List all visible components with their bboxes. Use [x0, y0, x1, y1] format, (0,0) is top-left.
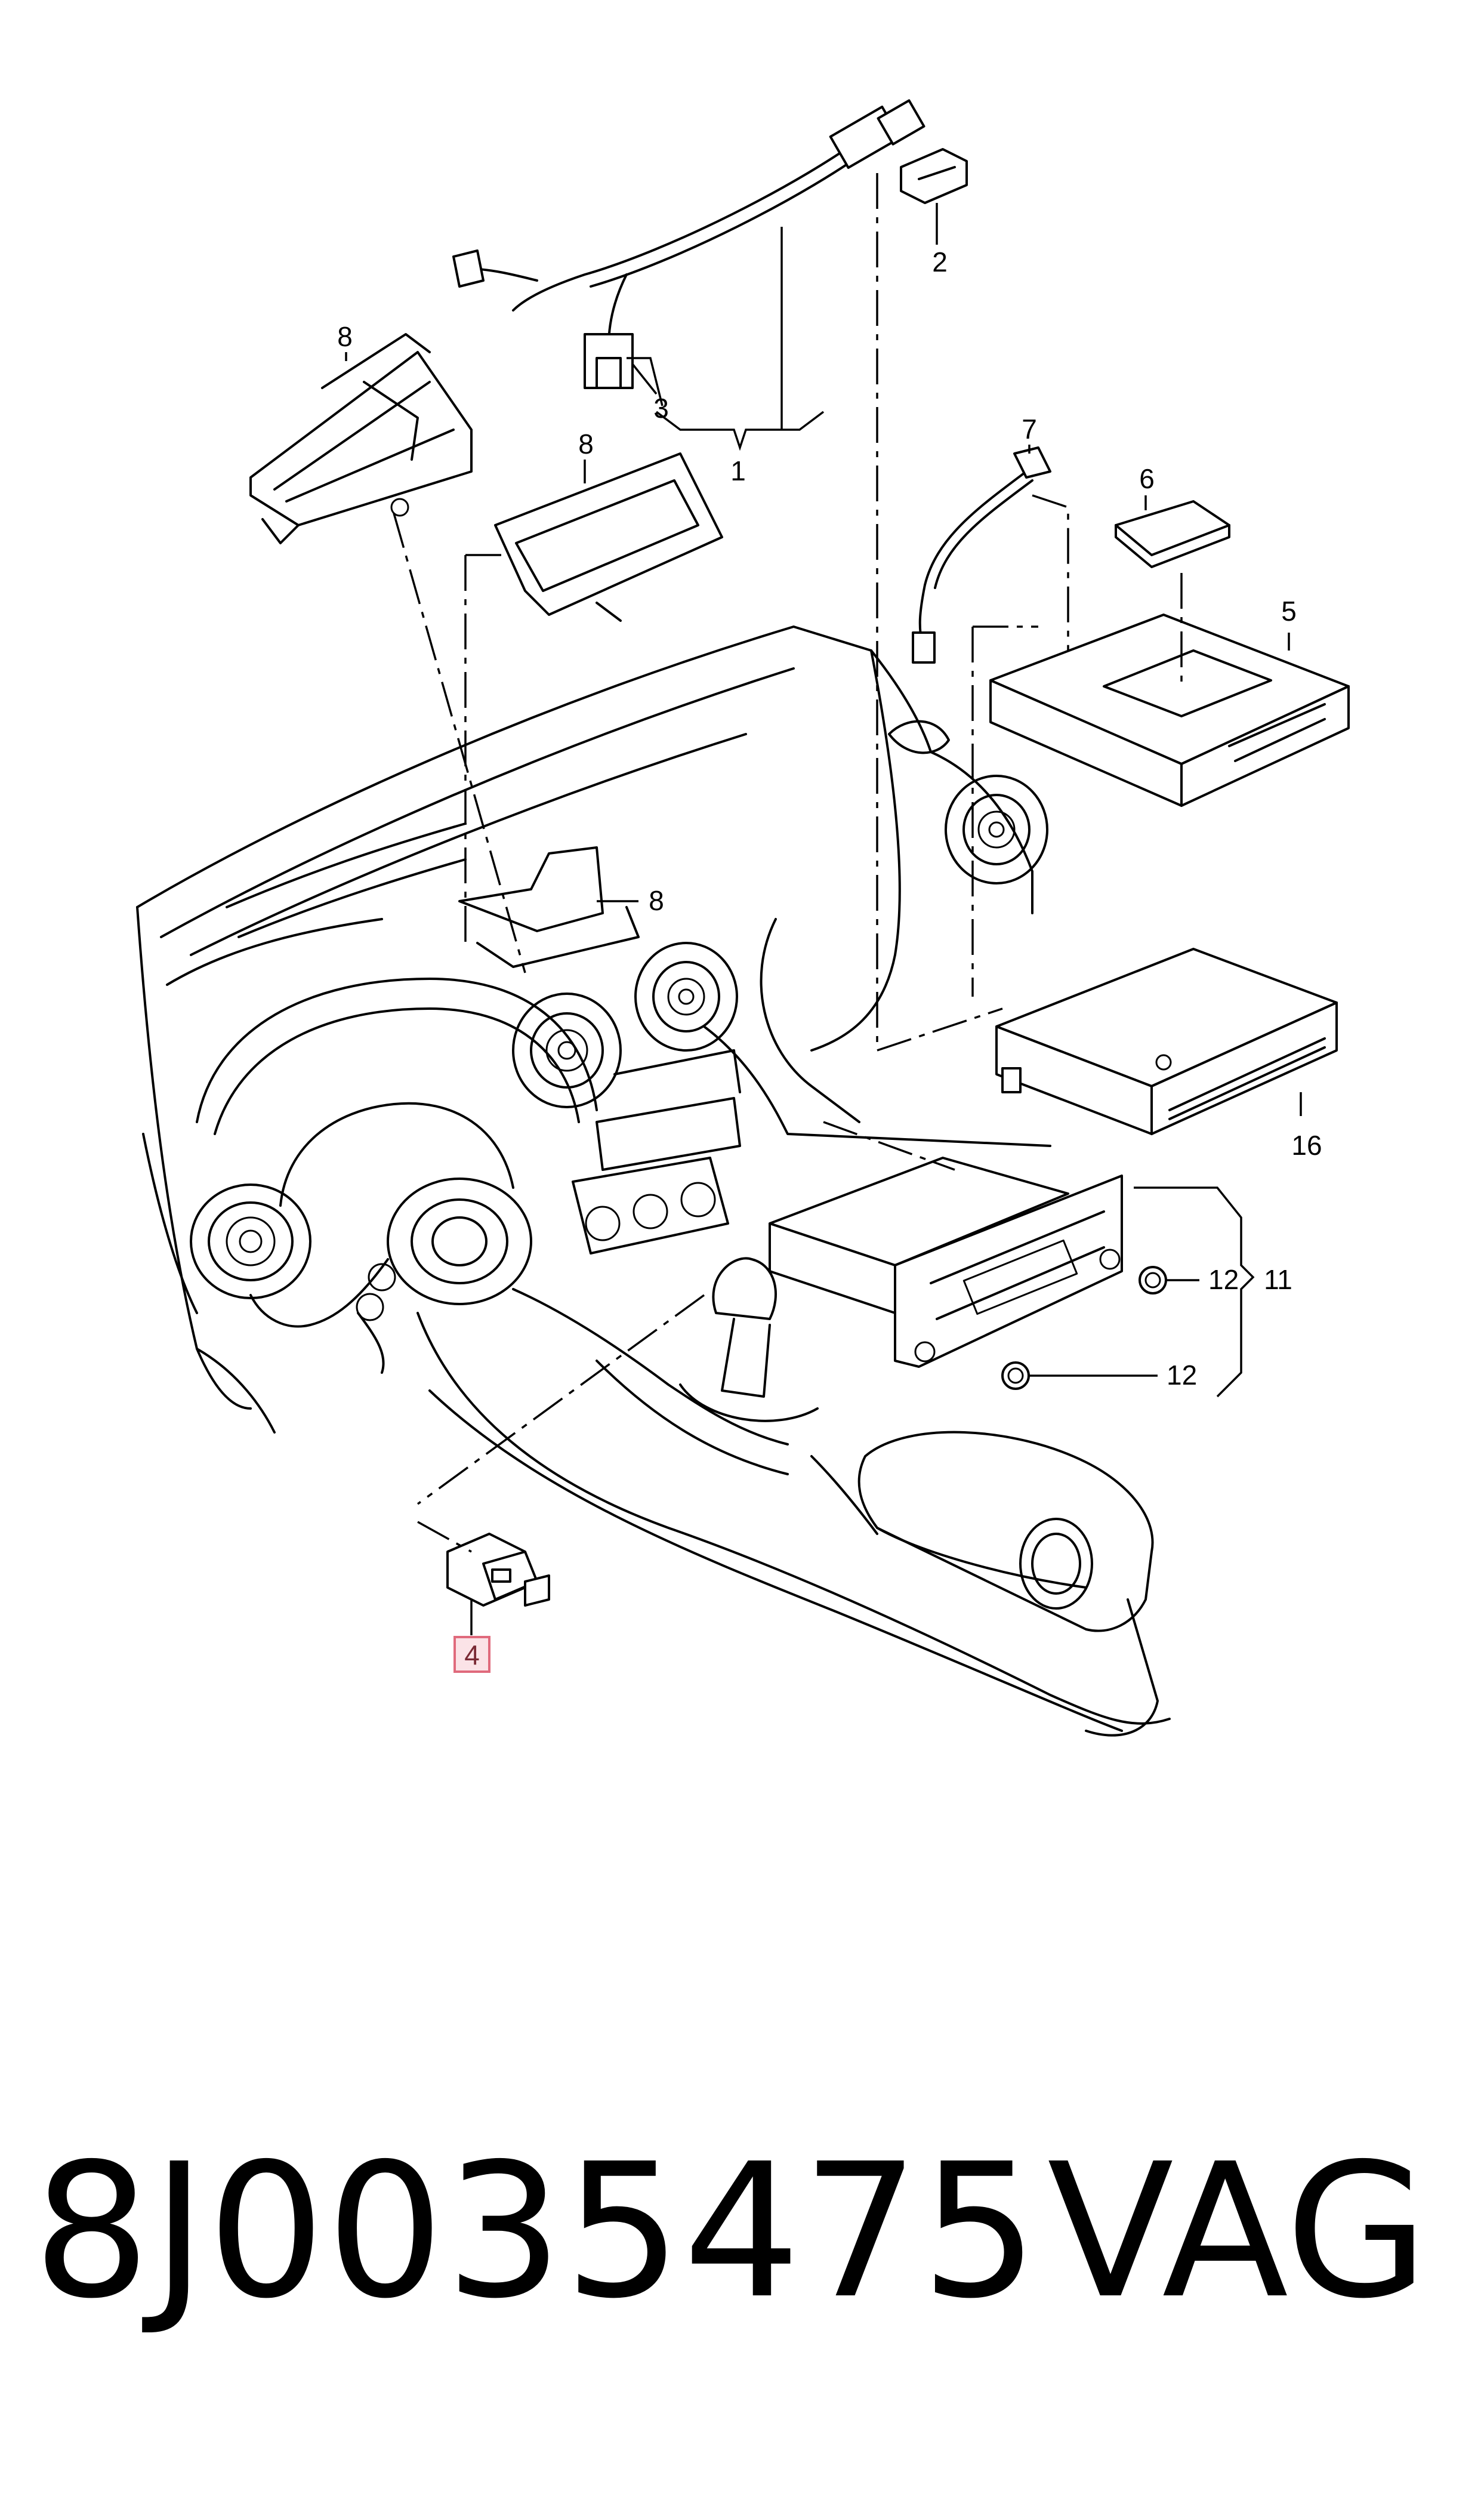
- callout-labels: 1 2 3 4 5 6 7 8 8 8 11 12 12 16: [337, 246, 1322, 1673]
- center-console: [416, 1257, 1171, 1737]
- radio-module: [995, 948, 1338, 1135]
- callout-4: 4: [464, 1639, 480, 1670]
- usb-aux-socket: [446, 1533, 550, 1607]
- display-housing: [249, 333, 473, 544]
- radio-head-unit: [769, 1157, 1123, 1368]
- callout-12-top: 12: [1208, 1264, 1239, 1295]
- radio-knobs: [1001, 1266, 1167, 1390]
- callout-8-display: 8: [578, 429, 594, 460]
- wiring-harness: [452, 99, 968, 389]
- callout-6: 6: [1139, 463, 1155, 494]
- part-number: 8J0035475: [33, 2124, 1040, 2340]
- callout-12-bottom: 12: [1167, 1360, 1197, 1391]
- assembly-lines: [393, 173, 1183, 1553]
- footer: 8J0035475 VAG: [0, 2125, 1484, 2363]
- callout-11: 11: [1264, 1264, 1292, 1295]
- brand-name: VAG: [1047, 2124, 1429, 2340]
- callout-1: 1: [730, 455, 746, 486]
- sd-card: [1115, 500, 1230, 568]
- navigation-unit: [989, 614, 1350, 807]
- leader-lines: [345, 203, 1302, 1635]
- callout-8-bracket: 8: [649, 885, 664, 916]
- callout-8-housing: 8: [337, 321, 353, 352]
- callout-5: 5: [1281, 596, 1297, 627]
- callout-7: 7: [1022, 414, 1037, 445]
- callout-16: 16: [1291, 1130, 1322, 1161]
- callout-4-highlight: [453, 1636, 490, 1673]
- antenna-cable: [912, 446, 1051, 664]
- dashboard-assembly: [136, 625, 1051, 1434]
- callout-2: 2: [932, 246, 948, 278]
- callout-3: 3: [653, 393, 669, 424]
- display-screen: [494, 452, 723, 622]
